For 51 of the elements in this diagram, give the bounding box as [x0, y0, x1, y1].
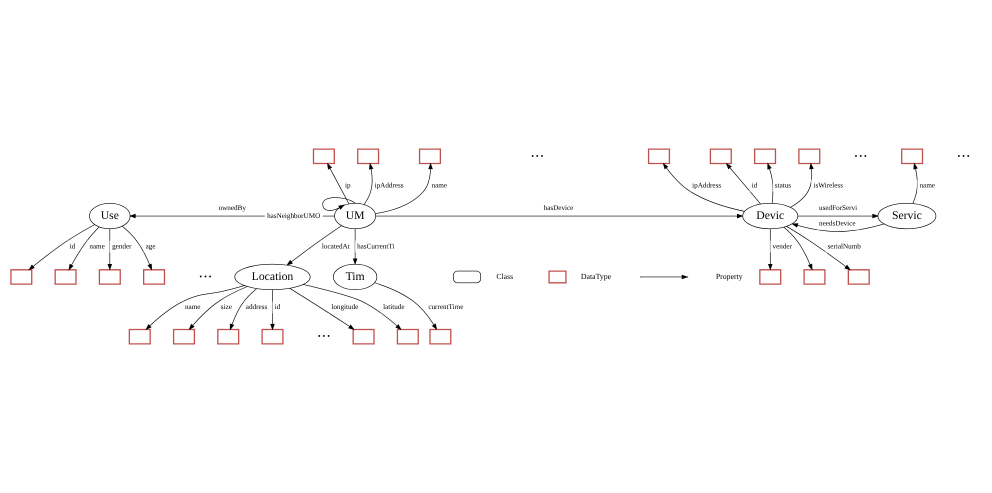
- node-box: [217, 328, 240, 344]
- arrow: [791, 223, 884, 232]
- node-box: [759, 269, 782, 285]
- node-ellipse: Tim: [333, 264, 378, 290]
- arrow: [145, 285, 245, 330]
- arrow: [364, 162, 374, 205]
- node-box: [172, 328, 196, 344]
- node-box: [261, 328, 284, 344]
- node-ellipse: Use: [89, 202, 130, 230]
- node-box: [312, 148, 335, 164]
- node-box: [901, 148, 924, 164]
- arrow: [108, 228, 112, 271]
- arrow: [322, 197, 356, 211]
- node-box: [352, 328, 375, 344]
- node-box: [710, 148, 732, 164]
- arrow: [786, 226, 851, 270]
- node-box: [54, 269, 77, 285]
- node-box: [798, 148, 820, 164]
- arrow: [270, 290, 275, 330]
- node-box: [143, 269, 166, 285]
- node-box: [803, 269, 826, 285]
- arrow: [784, 226, 812, 270]
- arrow: [188, 286, 248, 330]
- node-box: [10, 269, 32, 285]
- node-ellipse: Location: [234, 264, 311, 290]
- arrow: [122, 226, 152, 270]
- node-box: [418, 148, 442, 164]
- arrow: [790, 162, 814, 208]
- node-box: [98, 269, 121, 285]
- node-box: [754, 148, 776, 164]
- node-box: [128, 328, 151, 344]
- arrow: [290, 288, 355, 330]
- arrow: [767, 162, 774, 204]
- arrow: [912, 162, 918, 204]
- node-box: [848, 269, 870, 285]
- arrow: [374, 282, 438, 330]
- arrow: [286, 225, 342, 266]
- arrow: [230, 288, 257, 330]
- arrow: [375, 162, 433, 214]
- arrow: [28, 224, 95, 270]
- node-box: [429, 328, 452, 344]
- arrow: [327, 162, 350, 204]
- arrow: [302, 284, 402, 330]
- node-box: [648, 148, 670, 164]
- arrow: [768, 228, 773, 271]
- arrow: [376, 214, 744, 218]
- node-ellipse: Servic: [878, 202, 936, 230]
- node-box: [396, 328, 419, 344]
- arrow: [798, 214, 879, 218]
- arrow: [662, 162, 745, 212]
- node-box: [357, 148, 380, 164]
